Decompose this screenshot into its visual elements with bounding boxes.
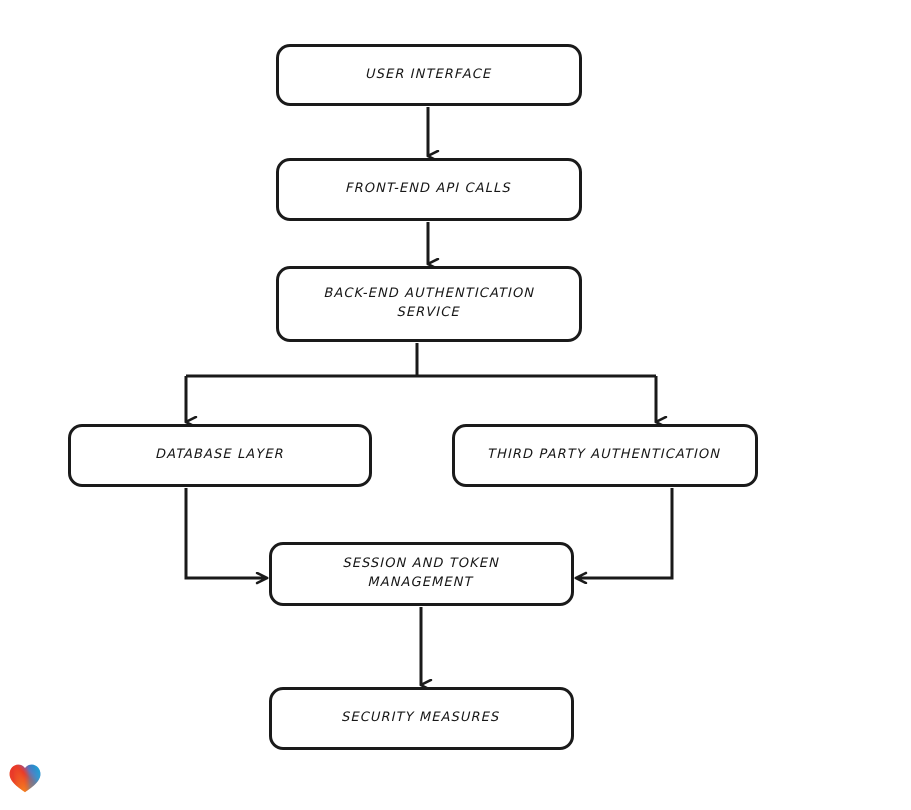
node-backend-authentication-service[interactable]: Back-End Authentication Service	[276, 266, 582, 342]
node-user-interface[interactable]: User Interface	[276, 44, 582, 106]
node-session-and-token-management[interactable]: Session and Token Management	[269, 542, 574, 606]
edge-thirdparty-to-session	[576, 488, 674, 578]
node-session-and-token-management-label: Session and Token Management	[343, 556, 501, 590]
node-backend-authentication-service-label: Back-End Authentication Service	[323, 286, 536, 320]
node-frontend-api-calls[interactable]: Front-End API Calls	[276, 158, 582, 221]
node-database-layer[interactable]: Database Layer	[68, 424, 372, 487]
node-user-interface-label: User Interface	[365, 66, 493, 82]
node-third-party-authentication[interactable]: Third Party Authentication	[452, 424, 758, 487]
node-third-party-authentication-label: Third Party Authentication	[488, 447, 722, 463]
edge-database-to-session	[184, 488, 267, 578]
node-security-measures-label: Security Measures	[342, 710, 501, 726]
heart-icon	[9, 764, 41, 793]
node-database-layer-label: Database Layer	[155, 447, 285, 463]
node-frontend-api-calls-label: Front-End API Calls	[345, 181, 513, 197]
node-security-measures[interactable]: Security Measures	[269, 687, 574, 750]
